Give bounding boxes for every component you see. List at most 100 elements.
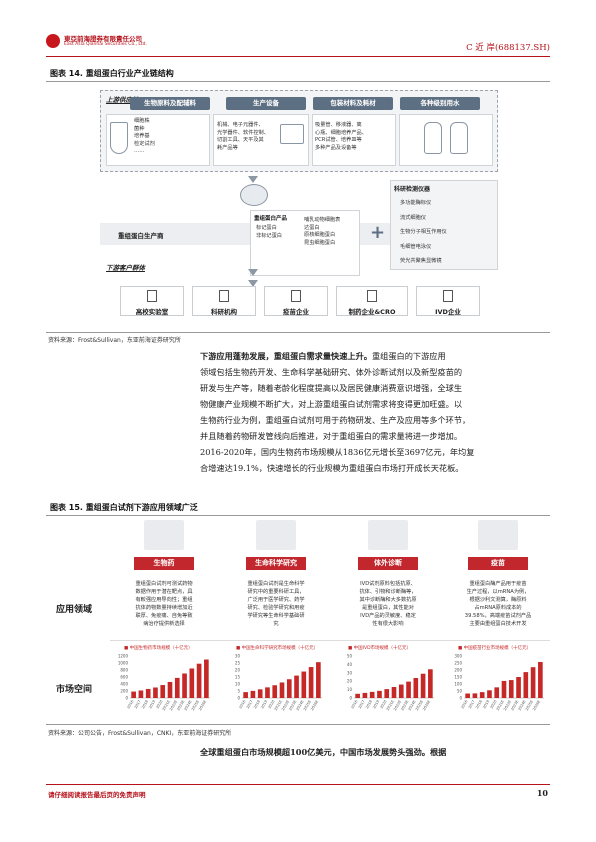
description-line: 抗体药物数量持续增加近 [135, 605, 193, 611]
instruments-panel [390, 180, 498, 270]
y-tick-label: 800 [120, 668, 128, 673]
description-line: 研究、检验学研究和用疫 [247, 605, 305, 611]
downstream-label: 下游客户群体 [106, 264, 145, 272]
x-tick-label: 2025E [191, 699, 201, 712]
application-icon [144, 520, 184, 550]
x-tick-label: 2016 [126, 699, 134, 710]
bar [472, 693, 478, 698]
category-water: 各种级别用水 [400, 97, 480, 110]
x-tick-label: 2026E [310, 699, 320, 712]
product-item: 哺乳动物细胞表 [304, 217, 341, 223]
y-tick-label: 0 [349, 696, 352, 701]
vaccine-icon [291, 290, 301, 302]
x-tick-label: 2025E [415, 699, 425, 712]
x-tick-label: 2022E [169, 699, 179, 712]
instrument-item: 荧光共聚焦显微镜 [400, 258, 442, 264]
y-tick-label: 30 [235, 654, 241, 659]
description-line: 性有很大影响 [372, 621, 404, 627]
customer-university-lab: 高校实验室 [120, 286, 184, 316]
x-tick-label: 2020 [268, 699, 276, 710]
description-line: 主要由重组蛋白技术开发 [469, 621, 527, 627]
bar [250, 690, 256, 698]
ivd-icon [443, 290, 453, 302]
bar [204, 659, 209, 698]
y-tick-label: 20 [235, 668, 241, 673]
water-panel [399, 114, 493, 166]
bar [301, 671, 307, 698]
product-item: 昆虫细胞蛋白 [304, 239, 336, 246]
y-tick-label: 200 [454, 668, 462, 673]
x-tick-label: 2024E [408, 699, 418, 712]
description-line: 数据作用于潜在靶点，具 [135, 589, 193, 595]
equipment-item: 机械、电子元器件、 [217, 122, 264, 128]
y-tick-label: 50 [347, 654, 353, 659]
products-panel [250, 210, 360, 276]
materials-item: …… [134, 148, 145, 155]
water-bottle-icon [424, 122, 442, 154]
bar [413, 678, 419, 698]
chart-title: ■ 中国疫苗行业市场规模（十亿元） [458, 646, 532, 651]
x-tick-label: 2020 [156, 699, 164, 710]
chart-title: ■ 中国生物药市场规模（十亿元） [124, 646, 193, 651]
paragraph-lead: 下游应用蓬勃发展，重组蛋白需求量快速上升。 [200, 351, 372, 361]
materials-item: 培养基 [134, 133, 150, 140]
customer-label: 疫苗企业 [283, 308, 309, 316]
product-item: 达蛋白 [304, 224, 320, 231]
microscope-icon [219, 290, 229, 302]
bar [508, 680, 514, 698]
x-tick-label: 2016 [460, 699, 468, 710]
bar [167, 681, 173, 698]
description-line: 病治疗提供新选择 [143, 621, 185, 627]
application-description: 重组蛋白试剂是生命科学研究中的重要科研工具，广泛用于医学研究、药学研究、检验学研… [228, 580, 324, 628]
x-tick-label: 2021E [274, 699, 284, 712]
x-tick-label: 2021E [496, 699, 506, 712]
application-icon [256, 520, 296, 550]
bar [138, 690, 144, 698]
customer-label: 科研机构 [211, 308, 237, 316]
bar [377, 690, 382, 698]
bar [316, 662, 321, 698]
figure-14-title-bar: 图表 14. 重组蛋白行业产业链结构 [46, 66, 550, 82]
figure-15-source: 资料来源：公司公告，Frost&Sullivan，CNKI，东亚前海证券研究所 [48, 730, 232, 737]
category-packaging: 包装材料及耗材 [313, 97, 393, 110]
instruments-title: 科研检测仪器 [394, 186, 431, 193]
products-right: 哺乳动物细胞表 达蛋白 原核细胞蛋白 昆虫细胞蛋白 [304, 217, 340, 247]
product-item: 原核细胞蛋白 [304, 232, 336, 239]
product-item: 标记蛋白 [256, 225, 277, 231]
x-tick-label: 2019 [482, 699, 490, 710]
paragraph-line: 2016-2020年，国内生物药市场规模从1836亿元增长至3697亿元，年均复 [200, 447, 475, 457]
x-tick-label: 2017 [134, 700, 142, 710]
x-tick-label: 2023E [176, 699, 186, 712]
bar [384, 689, 390, 698]
bar [243, 692, 248, 698]
x-tick-label: 2019 [148, 699, 156, 710]
description-line: 联厚、免疫痛、自免等致 [135, 613, 193, 619]
application-description: 重组蛋白试剂可测试药物数据作用于潜在靶点，具有較强应用导向性；重组抗体药物数量持… [116, 580, 212, 628]
bar [355, 693, 360, 698]
x-tick-label: 2022E [393, 699, 403, 712]
arrow-down-icon [248, 176, 258, 183]
category-equipment: 生产设备 [226, 97, 306, 110]
instrument-item: 多功能酶标仪 [400, 200, 432, 206]
bar [479, 692, 485, 698]
x-tick-label: 2024E [184, 699, 194, 712]
factory-icon [240, 184, 268, 206]
bar [530, 667, 536, 698]
body-paragraph-1: 下游应用蓬勃发展，重组蛋白需求量快速上升。重组蛋白的下游应用 领域包括生物药开发… [200, 348, 550, 476]
equipment-icon [280, 124, 304, 144]
bar [145, 688, 151, 698]
x-tick-label: 2016 [238, 699, 246, 710]
bar [308, 667, 314, 698]
paragraph-line: 并且随着药物研发管线向后推进，对于重组蛋白的需求量将进一步增加。 [200, 431, 463, 441]
y-tick-label: 0 [459, 696, 462, 701]
materials-item: 检定试剂 [134, 140, 155, 147]
arrow-down-icon [248, 280, 258, 287]
figure-15-title: 图表 15. 重组蛋白试剂下游应用领域广泛 [50, 503, 198, 512]
x-tick-label: 2023E [288, 699, 298, 712]
bar [272, 685, 278, 698]
customer-pharma-cro: 制药企业&CRO [336, 286, 408, 316]
paragraph-line-rest: 重组蛋白的下游应用 [371, 351, 446, 361]
company-name-en: East Asia Qianhai Securities Co., Ltd. [64, 42, 147, 47]
page-number: 10 [536, 788, 548, 798]
